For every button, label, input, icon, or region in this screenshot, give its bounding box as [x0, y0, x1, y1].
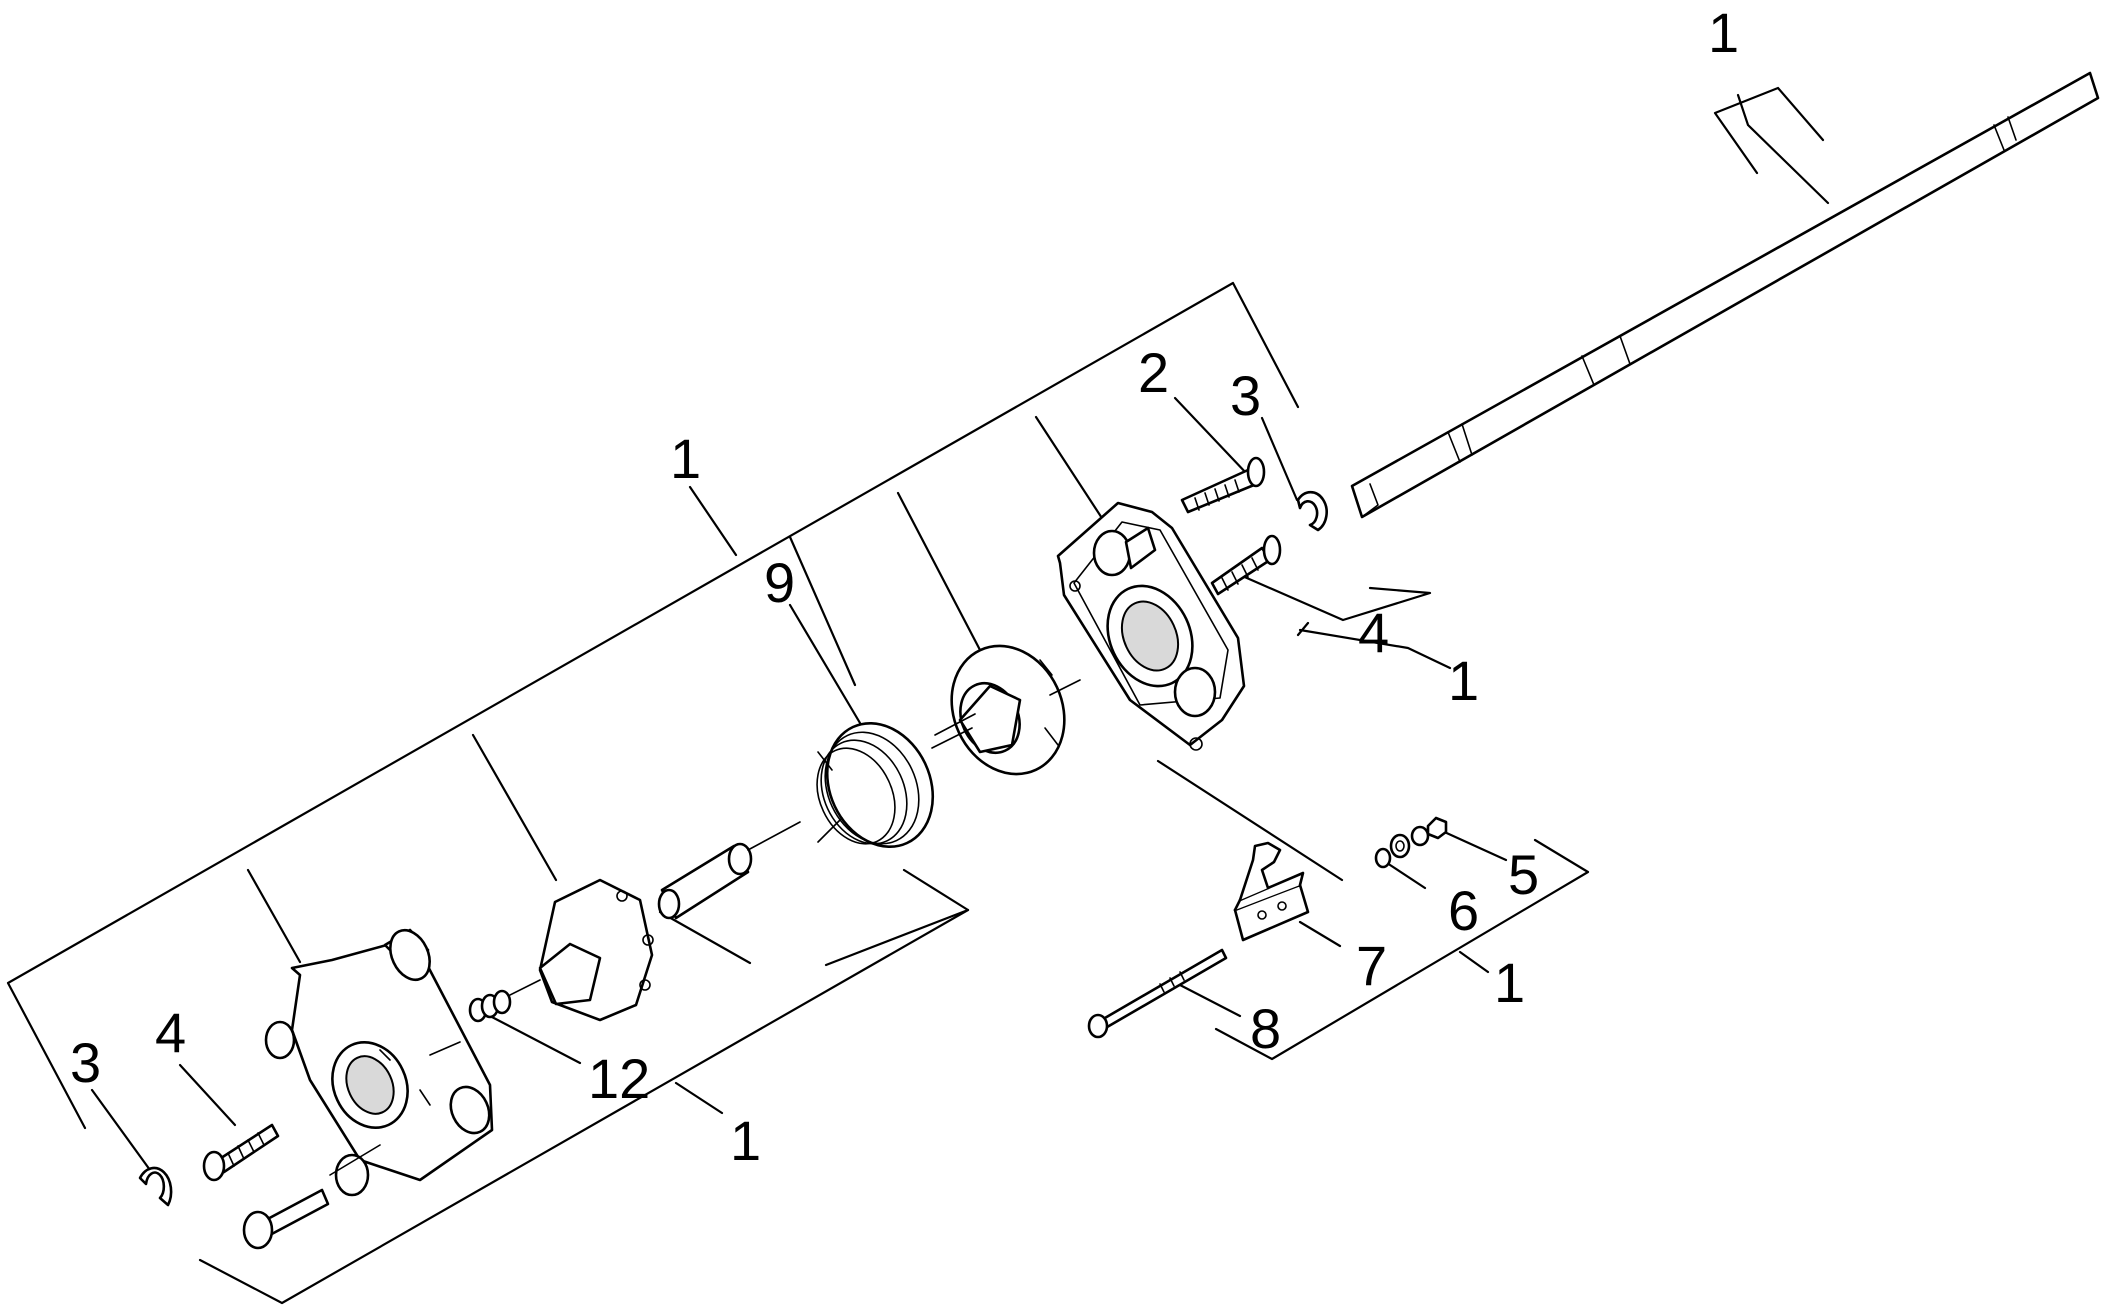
label-12: 12 [588, 1047, 650, 1110]
center-sleeve [657, 821, 801, 920]
screw-4-left [202, 1123, 280, 1182]
right-hub [931, 644, 1081, 776]
label-4-left: 4 [155, 1001, 186, 1064]
label-9: 9 [764, 551, 795, 614]
label-1-right: 1 [1448, 649, 1479, 712]
label-6: 6 [1448, 879, 1479, 942]
bracket-part-7 [1233, 841, 1310, 942]
label-5: 5 [1508, 843, 1539, 906]
label-1-left-lower: 1 [730, 1109, 761, 1172]
left-end-plate [264, 928, 494, 1197]
washer-stack [468, 989, 512, 1023]
label-7: 7 [1356, 934, 1387, 997]
label-8: 8 [1250, 997, 1281, 1060]
label-3-right: 3 [1230, 364, 1261, 427]
circlip-3-right [1296, 490, 1328, 532]
coil-spring [816, 721, 935, 849]
right-end-plate [1056, 501, 1246, 751]
nut-5 [1426, 816, 1448, 840]
left-hub [499, 878, 654, 1022]
washers-6 [1374, 825, 1430, 869]
circlip-3-left [138, 1166, 173, 1207]
label-2: 2 [1138, 341, 1169, 404]
screw-4-right [1210, 534, 1282, 596]
callout-labels: 1 1 2 3 4 1 9 5 6 7 1 8 3 4 12 1 [70, 1, 1739, 1172]
label-1-top: 1 [1708, 1, 1739, 64]
screw-2 [1180, 456, 1266, 514]
screw-left-lower [242, 1188, 330, 1250]
leader-lines [6, 86, 1830, 1305]
shaft-part [1350, 71, 2100, 519]
label-3-left: 3 [70, 1031, 101, 1094]
label-4-right: 4 [1358, 601, 1389, 664]
label-1-main: 1 [670, 427, 701, 490]
bolt-8 [1087, 948, 1228, 1039]
label-1-bracket-lower: 1 [1494, 951, 1525, 1014]
